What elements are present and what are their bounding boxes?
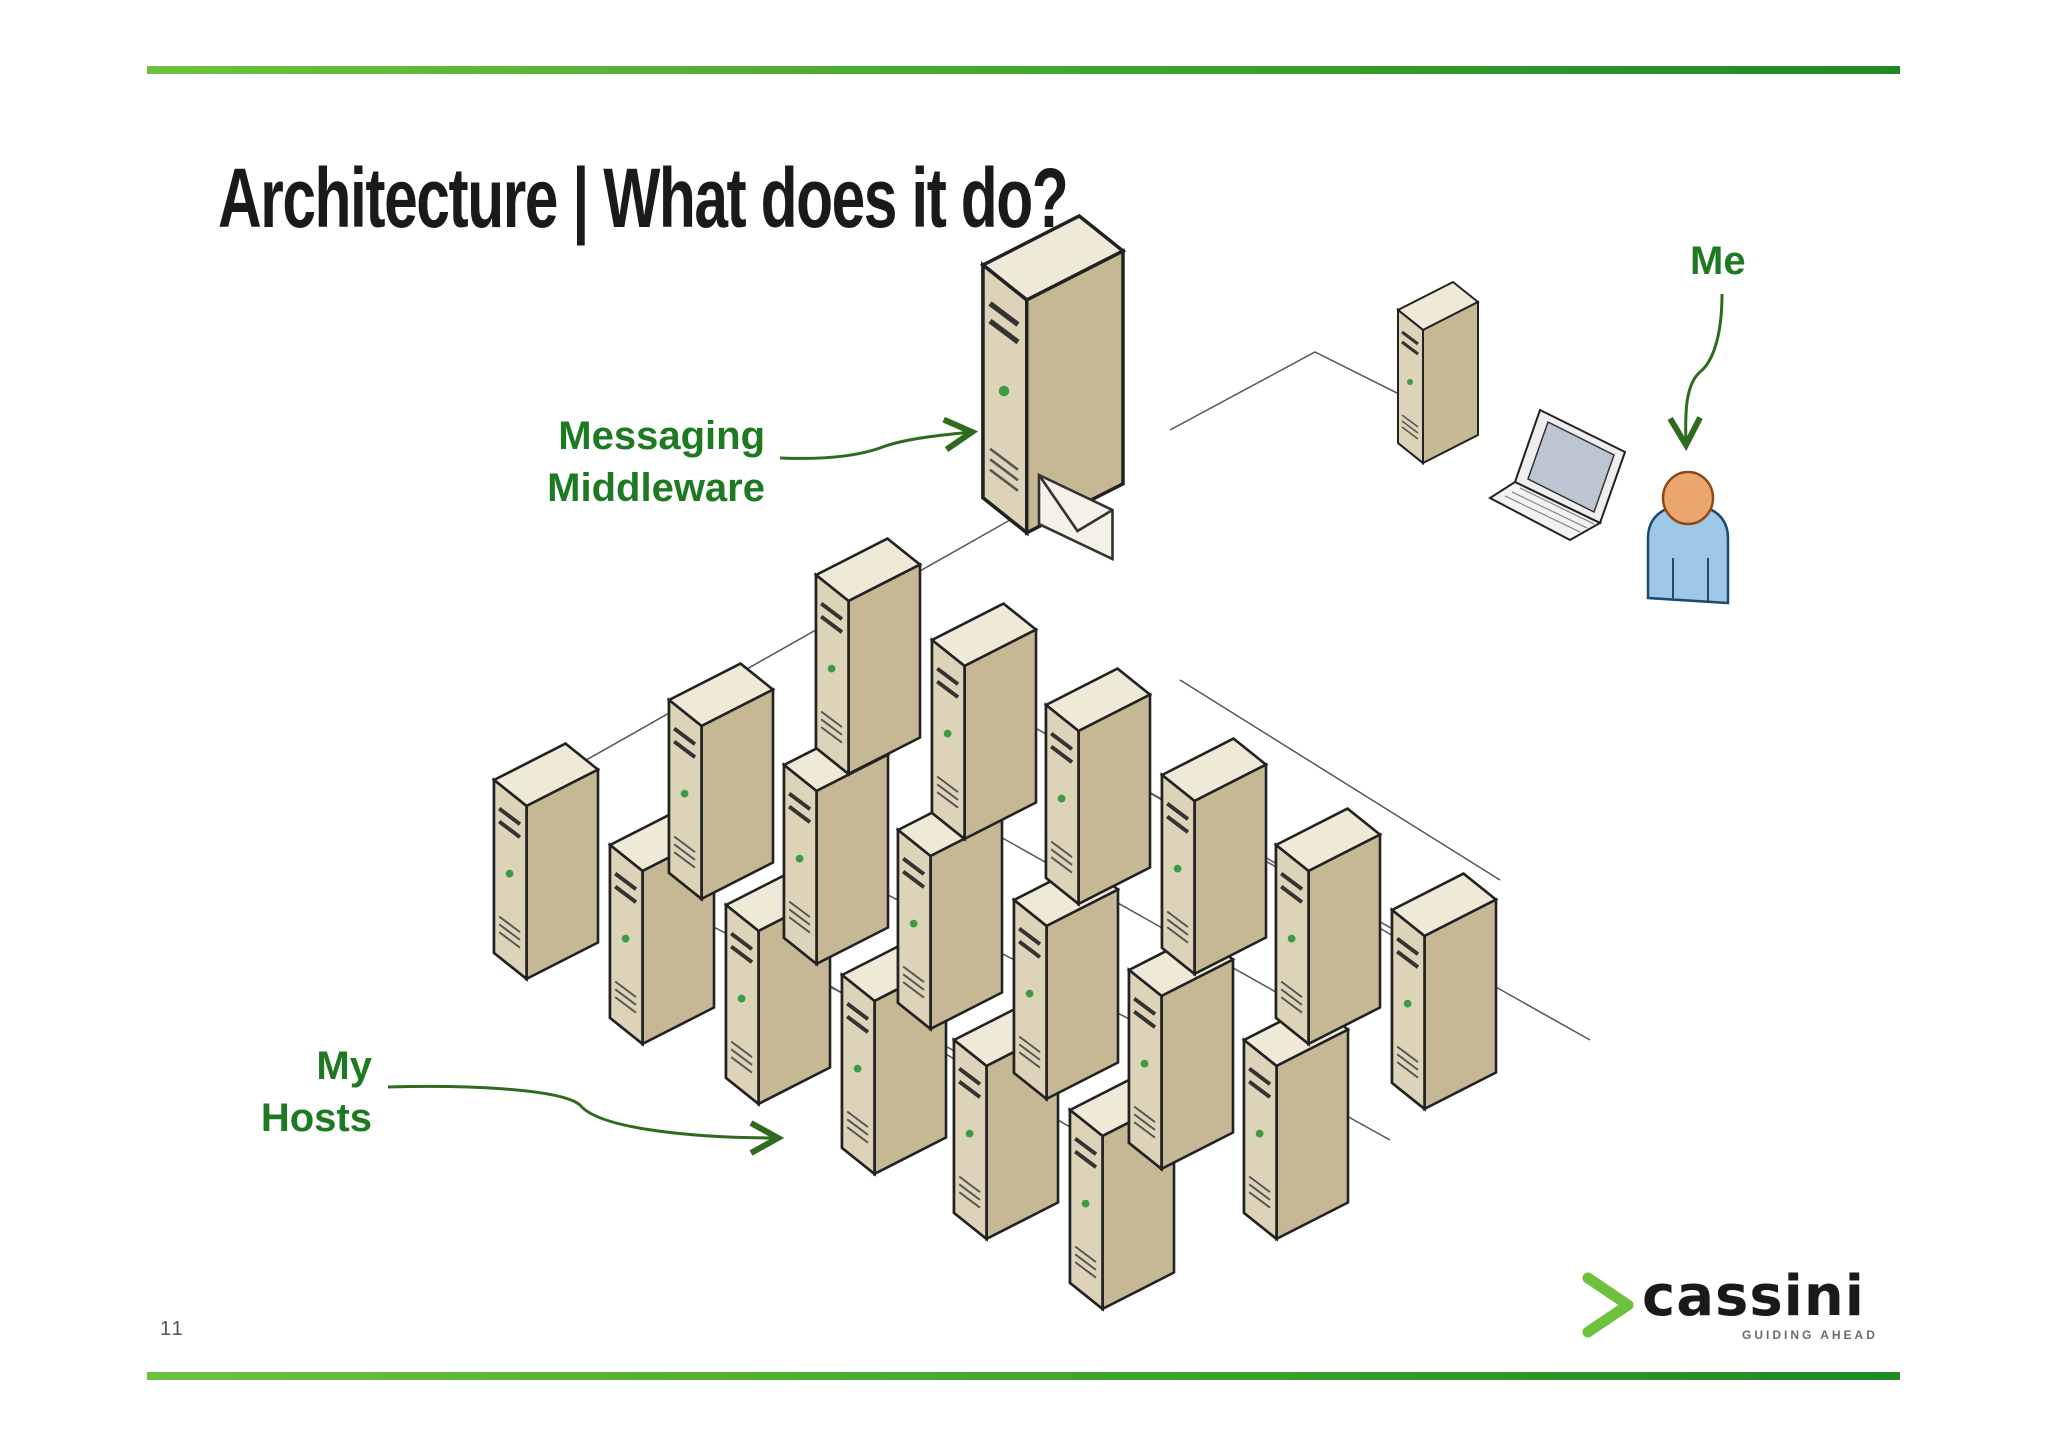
laptop-icon [1488,408,1627,542]
person-icon [1646,470,1730,605]
server-icon [1390,871,1498,1111]
logo-tagline: GUIDING AHEAD [1742,1328,1878,1342]
top-rule [147,66,1900,74]
bottom-rule [147,1372,1900,1380]
server-icon [667,661,775,901]
server-icon [492,741,600,981]
mail-server-icon [983,216,1123,562]
hosts-group [492,536,1498,1311]
arrow-icon [387,293,1724,1138]
me-label: Me [1690,239,1746,283]
cassini-logo: cassini GUIDING AHEAD [1580,1264,1875,1342]
server-icon [930,601,1038,841]
messaging-label-line1: Messaging [558,414,765,458]
server-icon [1274,806,1382,1046]
page-number: 11 [160,1318,185,1340]
page-title: Architecture | What does it do? [218,151,1069,245]
logo-chevron-icon [1582,1272,1634,1338]
hosts-label-line2: Hosts [260,1096,372,1140]
server-icon [1012,861,1120,1101]
server-icon [1396,280,1480,465]
server-icon [814,536,922,776]
my-hosts-label: My Hosts [230,1040,372,1144]
server-icon [1044,666,1152,906]
server-icon [1127,931,1235,1171]
logo-wordmark: cassini [1642,1264,1865,1329]
hosts-label-line1: My [316,1044,372,1088]
server-icon [1160,736,1268,976]
messaging-middleware-label: Messaging Middleware [520,410,765,514]
server-icon [1242,1001,1350,1241]
messaging-label-line2: Middleware [547,466,765,510]
